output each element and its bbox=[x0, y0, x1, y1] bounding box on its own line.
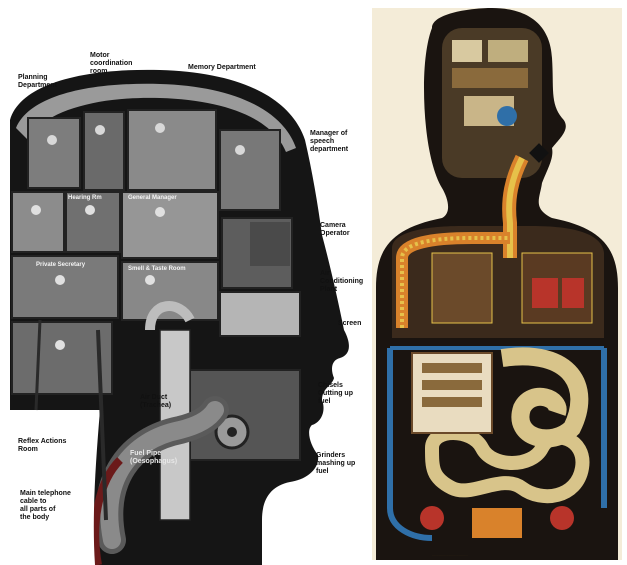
label-camera-operator: Camera Operator bbox=[320, 222, 350, 238]
label-air-duct: Air Duct (Trachea) bbox=[140, 394, 171, 410]
label-memory-department: Memory Department bbox=[188, 64, 256, 72]
poster-caption: ................................ bbox=[432, 552, 468, 557]
label-motor-coordination: Motor coordination room bbox=[90, 52, 132, 76]
body-factory-poster: ................................ bbox=[372, 8, 622, 560]
room-hearing: Hearing Rm bbox=[68, 195, 102, 202]
label-reflex-actions: Reflex Actions Room bbox=[18, 438, 66, 454]
label-air-conditioning: Air Conditioning Plant bbox=[320, 270, 363, 294]
label-grinders: Grinders mashing up fuel bbox=[316, 452, 355, 476]
label-planning-department: Planning Department bbox=[18, 74, 57, 90]
label-fuel-pipe: Fuel Pipe (Oesophagus) bbox=[130, 450, 177, 466]
room-smell-taste: Smell & Taste Room bbox=[128, 266, 186, 273]
label-chisels: Chisels Cutting up fuel bbox=[318, 382, 353, 406]
label-speech-manager: Manager of speech department bbox=[310, 130, 348, 154]
body-factory-art bbox=[372, 8, 622, 560]
room-general-manager: General Manager bbox=[128, 195, 177, 202]
label-telephone-cable: Main telephone cable to all parts of the… bbox=[20, 490, 71, 522]
label-screen: Screen bbox=[338, 320, 361, 328]
room-private-secretary: Private Secretary bbox=[36, 262, 85, 269]
head-factory-illustration: Planning Department Motor coordination r… bbox=[0, 0, 370, 565]
